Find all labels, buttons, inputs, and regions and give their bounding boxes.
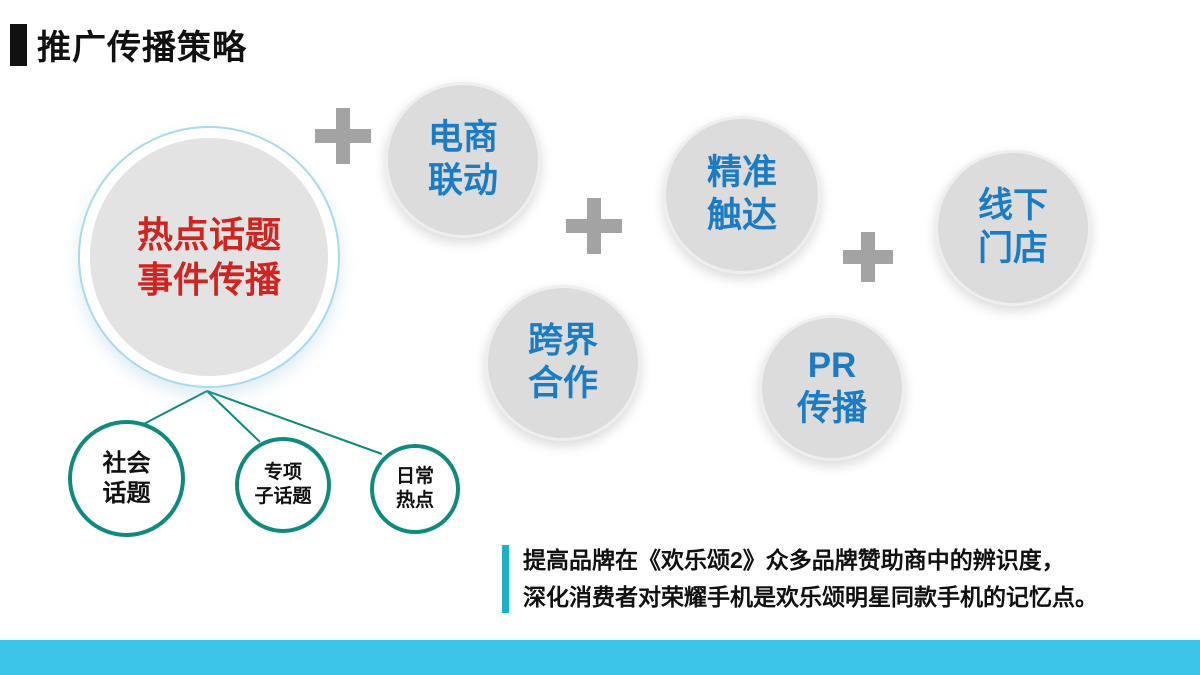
strategy-circle-crossover-cooperation: 跨界 合作 [485, 285, 641, 441]
strategy-circle-label: 触达 [706, 196, 777, 235]
title-marker-bar [10, 23, 27, 66]
topic-circle-label: 子话题 [254, 486, 312, 507]
topic-circle-daily-hotspots: 日常 热点 [370, 444, 460, 534]
strategy-circle-offline-stores: 线下 门店 [935, 150, 1091, 306]
topic-circle-label: 专项 [263, 462, 302, 484]
main-topic-line1: 热点话题 [136, 214, 281, 255]
plus-icon [843, 232, 893, 282]
main-topic-line2: 事件传播 [136, 259, 281, 300]
topic-circle-label: 社会 [102, 449, 151, 477]
note-line1: 提高品牌在《欢乐颂2》众多品牌赞助商中的辨识度， [523, 547, 1065, 573]
page-title: 推广传播策略 [37, 29, 247, 67]
note-text: 提高品牌在《欢乐颂2》众多品牌赞助商中的辨识度， 深化消费者对荣耀手机是欢乐颂明… [523, 542, 1098, 616]
plus-icon [315, 108, 371, 164]
plus-icon [566, 198, 622, 254]
topic-circle-label: 话题 [102, 479, 151, 507]
topic-circle-special-subtopics: 专项 子话题 [235, 437, 331, 533]
strategy-circle-pr-communication: PR 传播 [759, 315, 905, 461]
summary-note: 提高品牌在《欢乐颂2》众多品牌赞助商中的辨识度， 深化消费者对荣耀手机是欢乐颂明… [502, 542, 1098, 616]
strategy-circle-label: 合作 [527, 364, 598, 403]
main-topic-circle: 热点话题 事件传播 [78, 126, 340, 388]
strategy-circle-label: 线下 [977, 186, 1048, 226]
slide-header: 推广传播策略 [10, 20, 247, 69]
note-accent-bar [502, 545, 509, 613]
main-topic-circle-inner: 热点话题 事件传播 [90, 138, 328, 376]
strategy-circle-label: PR [807, 346, 857, 386]
strategy-circle-label: 精准 [706, 153, 777, 193]
bottom-accent-bar [0, 640, 1200, 675]
topic-circle-label: 热点 [395, 490, 434, 511]
strategy-circle-label: 电商 [427, 118, 498, 158]
topic-circle-label: 日常 [395, 466, 434, 488]
strategy-circle-label: 传播 [796, 389, 867, 428]
strategy-circle-label: 门店 [977, 229, 1048, 268]
note-line2: 深化消费者对荣耀手机是欢乐颂明星同款手机的记忆点。 [523, 584, 1098, 610]
topic-circle-social-topics: 社会 话题 [68, 420, 185, 537]
strategy-circle-label: 跨界 [527, 321, 598, 361]
strategy-circle-label: 联动 [427, 161, 498, 200]
strategy-circle-ecommerce-linkage: 电商 联动 [385, 82, 541, 238]
strategy-circle-precision-reach: 精准 触达 [663, 116, 821, 274]
